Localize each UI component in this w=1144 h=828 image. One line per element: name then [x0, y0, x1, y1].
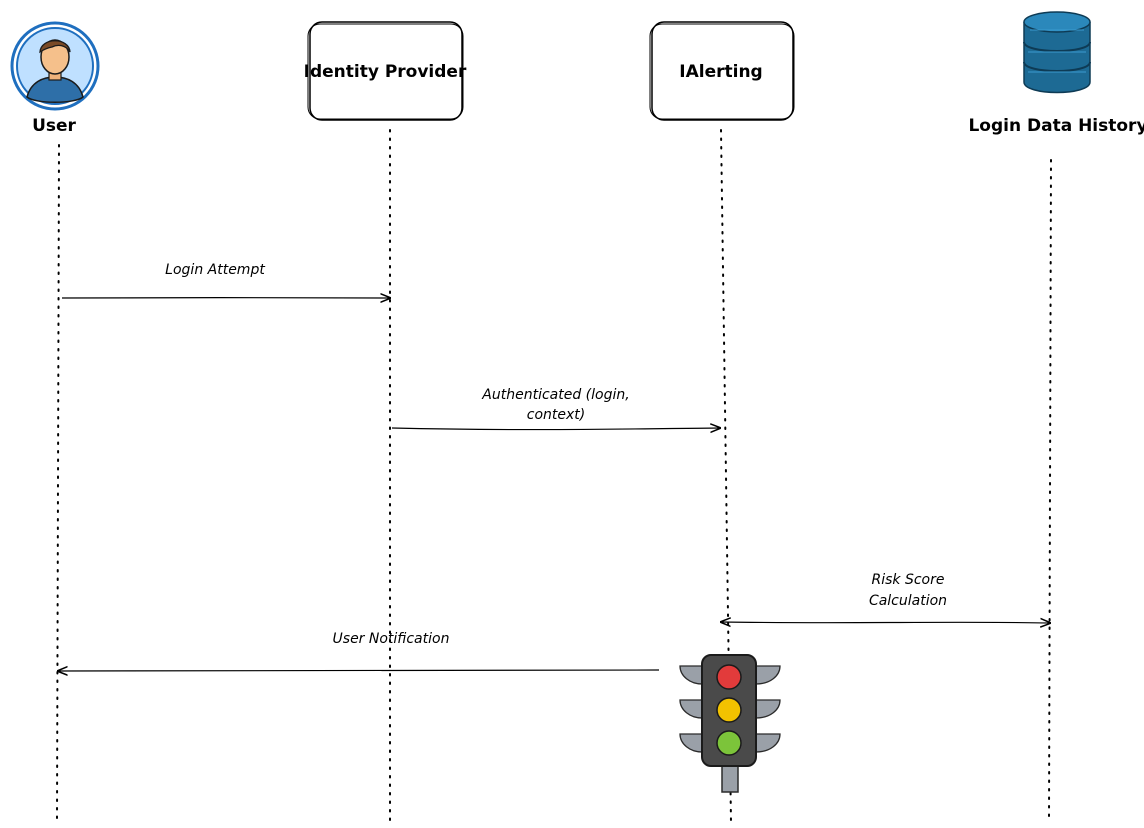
message-label-authenticated-line-1: Authenticated (login,: [481, 387, 629, 403]
traffic-light-icon: [679, 654, 781, 793]
message-label-login-attempt: Login Attempt: [165, 262, 265, 278]
participant-label-user: User: [32, 116, 76, 136]
participant-label-identity-provider: Identity Provider: [304, 62, 467, 82]
message-label-risk-score-line-1: Risk Score: [872, 572, 945, 588]
message-arrow-user-notification: [58, 670, 660, 671]
message-arrow-authenticated: [391, 428, 720, 430]
lifeline-login-data-history: [1048, 159, 1052, 819]
lifeline-user: [56, 144, 60, 819]
user-avatar-icon: [10, 21, 100, 111]
database-icon: [1023, 11, 1091, 94]
message-label-authenticated-line-2: context): [527, 407, 585, 423]
participant-label-ialerting: IAlerting: [679, 62, 762, 82]
message-label-user-notification: User Notification: [333, 631, 450, 647]
message-arrow-risk-score: [721, 622, 1050, 623]
participant-label-login-data-history: Login Data History: [968, 116, 1144, 136]
ialerting-box: [649, 21, 795, 121]
message-label-risk-score-line-2: Calculation: [869, 593, 947, 609]
identity-provider-box: [307, 21, 464, 121]
